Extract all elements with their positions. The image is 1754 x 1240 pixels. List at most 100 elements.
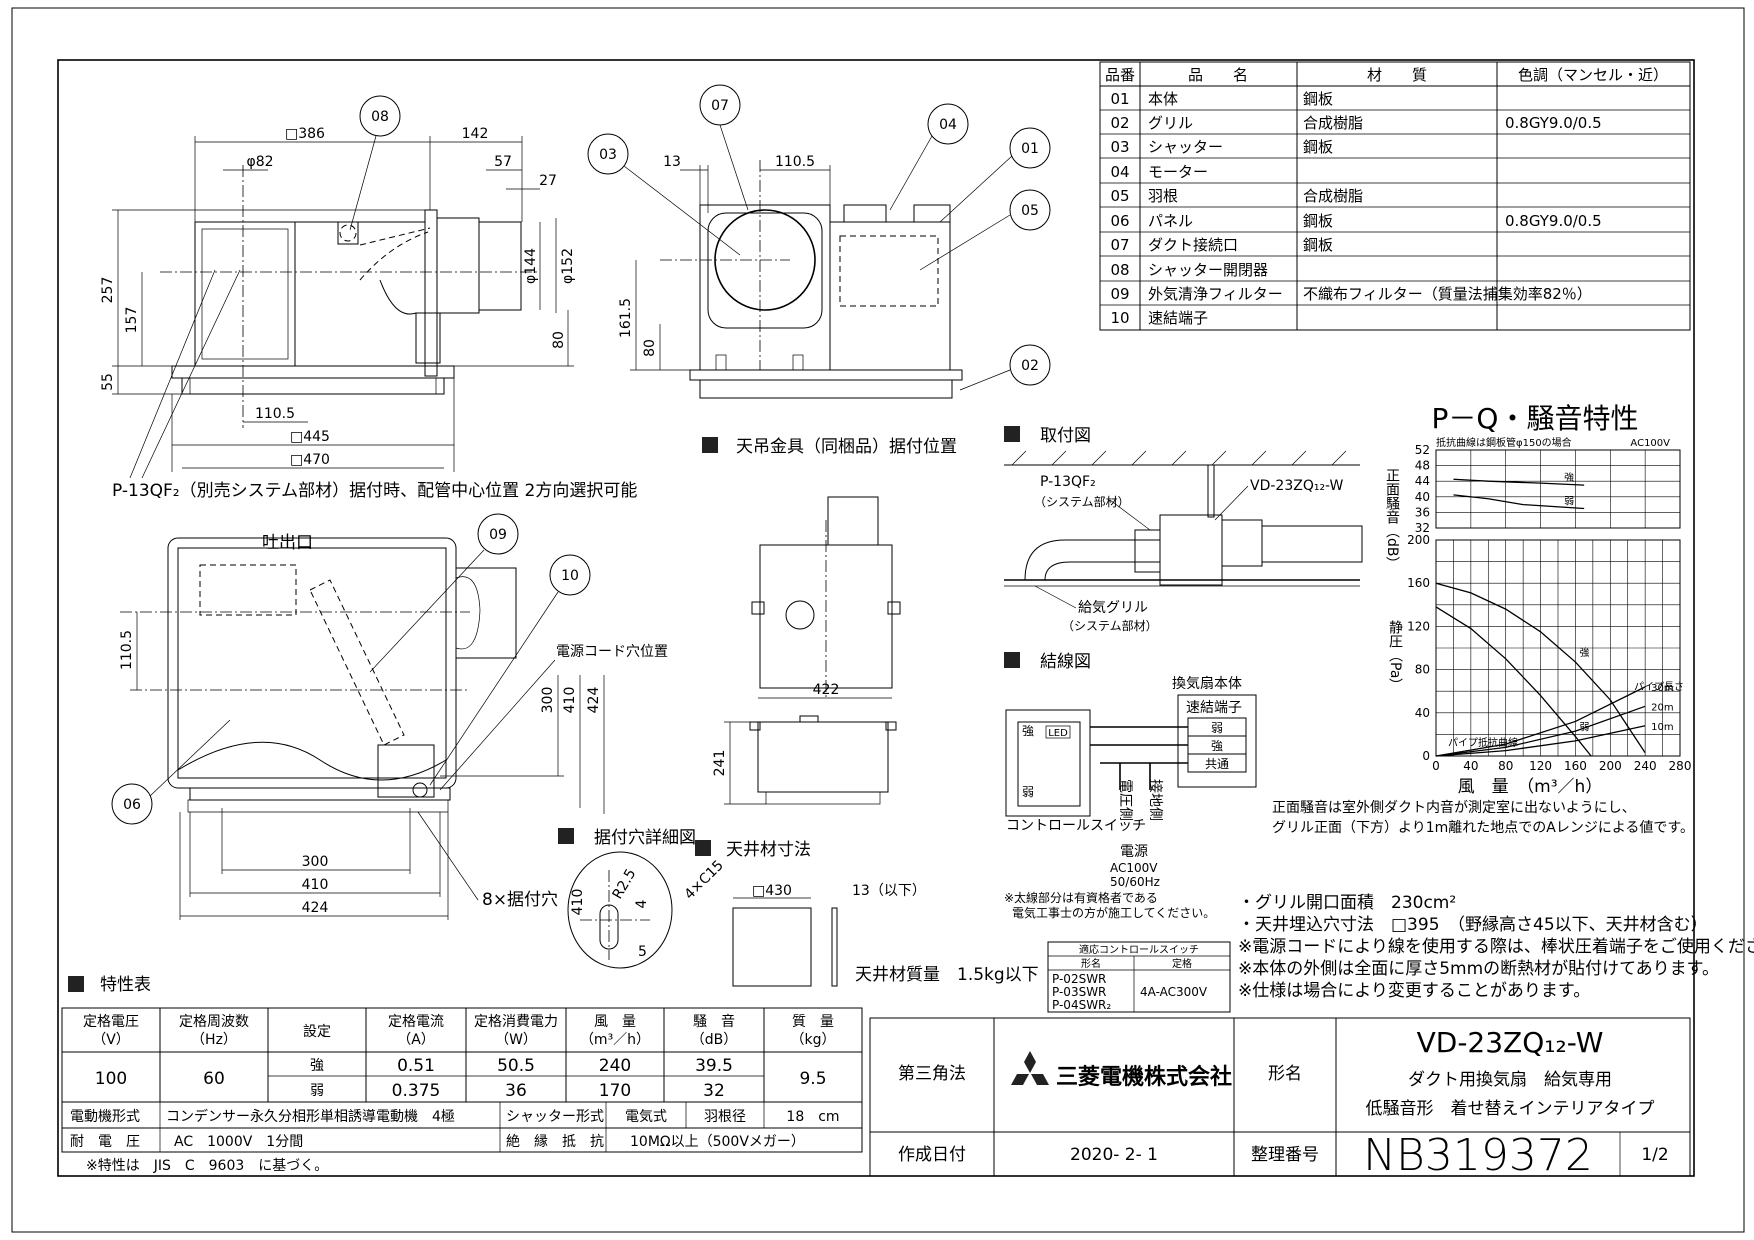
date-label: 作成日付 [898,1145,966,1165]
note-4: ※本体の外側は全面に厚さ5mmの断熱材が貼付けてあります。 [1238,959,1719,979]
part-name: 羽根 [1148,187,1178,205]
pq-xtick-label: 160 [1564,759,1587,773]
spec-head-mass: 質 量 [792,1014,834,1030]
dim-157: 157 [124,307,140,334]
switch-weak: 弱 [1022,785,1034,799]
pq-ytick-label: 200 [1407,533,1430,547]
doc-number: NB319372 [1363,1130,1593,1181]
install-grille-sub: （システム部材） [1062,618,1158,633]
callout-09-label: 09 [489,527,507,543]
noise-series-line [1453,478,1585,486]
callout-08 [359,95,401,137]
part-no: 09 [1110,285,1129,303]
parts-head-color: 色調（マンセル・近） [1518,66,1668,84]
sw-rating: 4A-AC300V [1140,985,1208,999]
callout-07-label: 07 [711,98,729,114]
dim-4: 4 [634,899,650,908]
pq-xtick-label: 240 [1634,759,1657,773]
install-p13: P-13QF₂ [1040,474,1096,490]
dim-80: 80 [642,339,658,357]
projection-label: 第三角法 [898,1064,966,1084]
install-title: 取付図 [1040,426,1091,446]
pipe-length-label: パイプ長さ [1634,681,1684,693]
resistance-curve [1435,725,1646,757]
bottom-view: 吐出口 電源コード穴位置 8×据付穴 110.5 300 410 424 300… [111,513,668,920]
spec-head-noise-unit: （dB） [691,1032,738,1048]
cord-hole-label: 電源コード穴位置 [556,644,668,660]
spec-insulation-label: 絶 縁 抵 抗 [506,1134,604,1150]
dim-4xc15: 4×C15 [682,857,727,902]
spec-frequency: 60 [203,1069,225,1089]
wiring-title: 結線図 [1040,652,1091,672]
install-grille: 給気グリル [1078,600,1148,616]
pq-xtick-label: 120 [1529,759,1552,773]
voltage-side: 電圧側 [1117,779,1133,821]
spec-flow-weak: 170 [599,1081,631,1101]
dim-110-5: 110.5 [255,406,295,422]
pipe-curve-label: パイプ抵抗曲線 [1448,736,1518,749]
dim-phi82: φ82 [246,154,273,170]
dim-161-5: 161.5 [618,298,634,338]
spec-power-weak: 36 [505,1081,527,1101]
dim-410: 410 [302,877,329,893]
noise-frame [1435,449,1681,529]
spec-setting-strong: 強 [310,1058,324,1074]
pq-ytick-label: 160 [1407,576,1430,590]
part-color: 0.8GY9.0/0.5 [1505,212,1602,230]
spec-table: 特性表 定格電圧 （V） 定格周波数 （Hz） 設定 定格電流 （A） 定格消費… [61,975,863,1174]
resistance-curve [1435,686,1646,757]
pq-series-label: 強 [1579,646,1589,659]
spec-noise-strong: 39.5 [695,1056,733,1076]
terminal-common: 共通 [1205,757,1229,771]
switch-strong: 強 [1022,724,1034,738]
switch-led: LED [1048,728,1068,739]
spec-flow-strong: 240 [599,1056,631,1076]
pq-series-line [1435,606,1592,757]
parts-head-material: 材 質 [1367,66,1427,84]
spec-head-setting: 設定 [303,1024,331,1040]
ceiling-material: 天井材寸法 □430 4×C15 13（以下） 天井材質量 1.5kg以下 [682,840,1039,987]
mitsubishi-logo-icon [1011,1051,1049,1085]
chart-note-1: 正面騒音は室外側ダクト内音が測定室に出ないようにし、 [1272,799,1636,816]
chart-note-2: グリル正面（下方）より1m離れた地点でのAレンジによる値です。 [1272,819,1694,836]
wiring-unit: 換気扇本体 [1172,676,1242,692]
parts-head-no: 品番 [1105,66,1135,84]
mount-detail-title: 据付穴詳細図 [594,828,696,848]
noise-series-label: 弱 [1564,496,1574,508]
part-name: シャッター [1148,138,1223,156]
spec-head-noise: 騒 音 [693,1013,735,1030]
spec-head-power: 定格消費電力 [474,1014,558,1030]
noise-tick-label: 48 [1415,459,1430,473]
name-label: 形名 [1268,1064,1302,1084]
sw-model-1: P-02SWR [1052,972,1106,986]
inner-frame [57,59,1695,1177]
spec-shutter-label: シャッター形式 [506,1109,604,1125]
pq-xtick-label: 280 [1669,759,1692,773]
sw-table-head-rating: 定格 [1172,957,1192,970]
pq-xlabel: 風 量 （m³／h） [1458,777,1603,797]
spec-insulation-value: 10MΩ以上（500Vメガー） [630,1134,805,1150]
ceiling-mass: 天井材質量 1.5kg以下 [855,965,1039,985]
install-diagram: 取付図 P-13QF₂ （システム部材） VD-23ZQ₁₂-W 給気グリル （… [1004,426,1363,633]
part-name: グリル [1148,114,1193,132]
resistance-label: 10m [1651,722,1673,733]
dim-57: 57 [494,154,512,170]
sw-model-2: P-03SWR [1052,985,1106,999]
part-name: 外気清浄フィルター [1148,285,1283,303]
part-name: ダクト接続口 [1148,236,1238,254]
spec-head-frequency: 定格周波数 [179,1014,249,1030]
doc-label: 整理番号 [1251,1145,1319,1165]
spec-head-voltage-unit: （V） [92,1032,130,1048]
dim-424: 424 [302,900,329,916]
spec-title: 特性表 [100,975,151,995]
part-color: 0.8GY9.0/0.5 [1505,114,1602,132]
dim-300: 300 [302,854,329,870]
part-name: パネル [1148,212,1193,230]
chart-title: P－Q・騒音特性 [1432,402,1639,435]
top-view: 422 241 [712,496,901,805]
spec-head-frequency-unit: （Hz） [191,1032,237,1048]
power-freq: 50/60Hz [1110,875,1160,889]
part-no: 06 [1110,212,1129,230]
part-name: モーター [1148,163,1208,181]
